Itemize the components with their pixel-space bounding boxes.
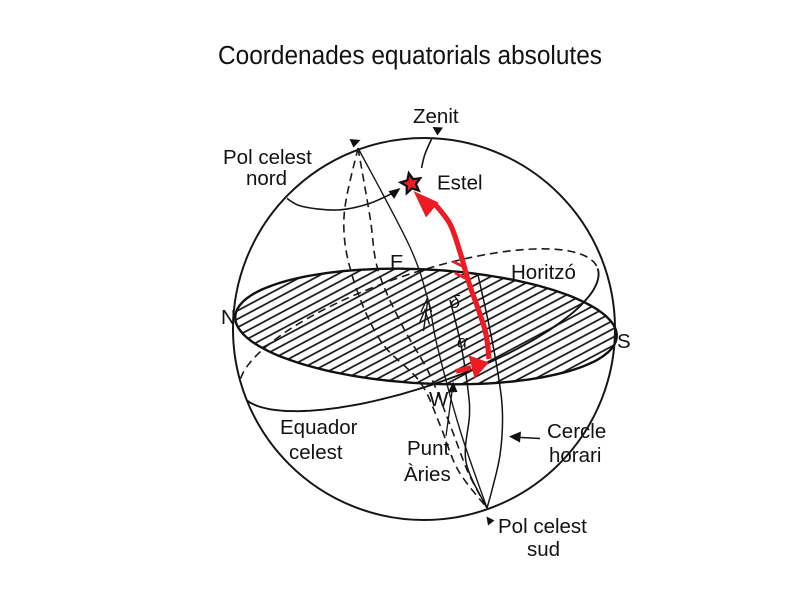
svg-text:celest: celest (289, 441, 343, 464)
svg-text:Equador: Equador (280, 416, 358, 439)
svg-text:α: α (457, 332, 468, 352)
svg-text:Punt: Punt (407, 437, 449, 460)
svg-text:horari: horari (549, 444, 601, 467)
svg-text:S: S (617, 330, 631, 353)
svg-text:N: N (221, 306, 236, 329)
svg-text:Horitzó: Horitzó (511, 261, 576, 284)
svg-text:W: W (429, 388, 449, 411)
svg-text:Zenit: Zenit (413, 105, 459, 128)
svg-text:nord: nord (246, 167, 287, 190)
svg-text:Estel: Estel (437, 172, 483, 195)
svg-text:Pol celest: Pol celest (223, 146, 312, 169)
svg-text:Àries: Àries (404, 463, 451, 486)
svg-text:Coordenades equatorials absolu: Coordenades equatorials absolutes (218, 42, 602, 70)
svg-text:δ: δ (450, 292, 461, 312)
svg-text:sud: sud (527, 538, 560, 561)
svg-text:Pol celest: Pol celest (498, 515, 587, 538)
svg-text:Cercle: Cercle (547, 420, 606, 443)
svg-text:E: E (390, 251, 404, 274)
